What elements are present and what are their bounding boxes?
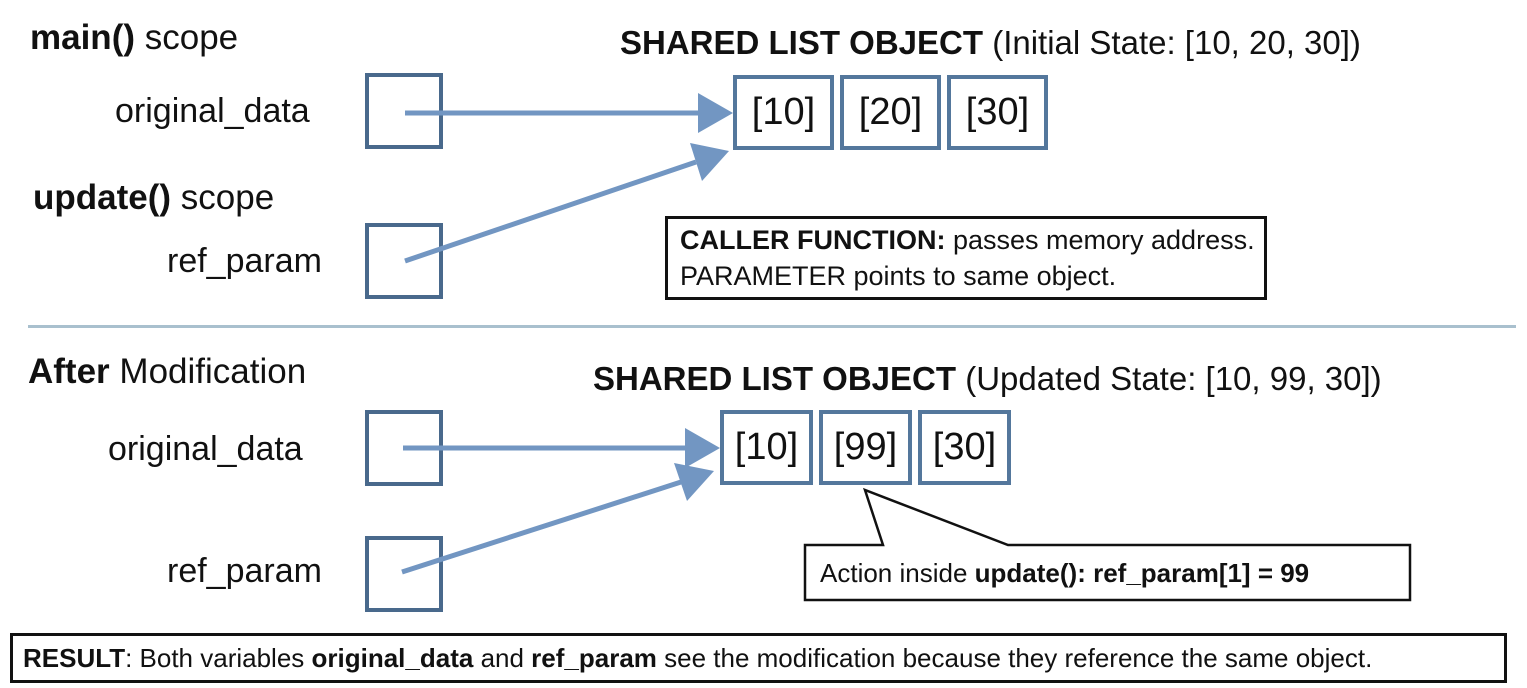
action-callout-rest: Action inside bbox=[820, 558, 975, 588]
scope-heading-main-bold: main() bbox=[30, 18, 135, 57]
shared-list-initial: [10] [20] [30] bbox=[733, 75, 1048, 150]
arrowhead-icon bbox=[674, 463, 714, 501]
scope-heading-update-rest: scope bbox=[171, 178, 275, 217]
after-modification-heading-bold: After bbox=[28, 352, 110, 391]
shared-list-title-initial-rest: (Initial State: [10, 20, 30]) bbox=[983, 24, 1361, 61]
memory-box-ref-param-bottom bbox=[365, 536, 443, 612]
variable-label-ref-param-bottom: ref_param bbox=[167, 552, 322, 590]
after-modification-heading: After Modification bbox=[28, 352, 306, 392]
after-modification-heading-rest: Modification bbox=[109, 352, 307, 391]
variable-label-ref-param-top: ref_param bbox=[167, 242, 322, 280]
caller-note-line1-bold: CALLER FUNCTION: bbox=[680, 225, 946, 255]
section-divider bbox=[28, 325, 1516, 328]
shared-list-title-initial: SHARED LIST OBJECT (Initial State: [10, … bbox=[620, 24, 1361, 62]
result-bold: RESULT bbox=[23, 643, 126, 673]
result-b1: original_data bbox=[311, 643, 474, 673]
list-cell: [30] bbox=[918, 410, 1011, 485]
scope-heading-update-bold: update() bbox=[33, 178, 172, 217]
scope-heading-main: main() scope bbox=[30, 18, 238, 58]
pointer-arrow-refparam-bottom bbox=[401, 479, 682, 575]
caller-note-box: CALLER FUNCTION: passes memory address. … bbox=[665, 216, 1267, 300]
arrowhead-icon bbox=[698, 93, 733, 133]
result-banner: RESULT: Both variables original_data and… bbox=[10, 633, 1507, 683]
shared-list-title-updated-rest: (Updated State: [10, 99, 30]) bbox=[956, 360, 1382, 397]
memory-box-ref-param-top bbox=[365, 223, 443, 299]
list-cell: [30] bbox=[947, 75, 1048, 150]
caller-note-line2: PARAMETER points to same object. bbox=[680, 261, 1117, 291]
list-cell: [99] bbox=[819, 410, 912, 485]
list-cell: [10] bbox=[720, 410, 813, 485]
result-r2: and bbox=[473, 643, 532, 673]
memory-box-original-data-bottom bbox=[365, 410, 443, 486]
result-b2: ref_param bbox=[531, 643, 657, 673]
list-cell: [20] bbox=[840, 75, 941, 150]
variable-label-original-data-top: original_data bbox=[115, 92, 310, 130]
memory-box-original-data-top bbox=[365, 73, 443, 149]
arrowhead-icon bbox=[685, 428, 720, 468]
scope-heading-update: update() scope bbox=[33, 178, 274, 218]
caller-note-line1: CALLER FUNCTION: passes memory address. bbox=[680, 222, 1255, 258]
shared-list-updated: [10] [99] [30] bbox=[720, 410, 1011, 485]
shared-list-title-initial-bold: SHARED LIST OBJECT bbox=[620, 24, 984, 61]
caller-note-line1-rest: passes memory address. bbox=[945, 225, 1255, 255]
action-callout-bold: update(): ref_param[1] = 99 bbox=[974, 558, 1310, 588]
result-r3: see the modification because they refere… bbox=[656, 643, 1373, 673]
pointer-arrow-refparam-top bbox=[404, 159, 697, 264]
scope-heading-main-rest: scope bbox=[135, 18, 239, 57]
list-cell: [10] bbox=[733, 75, 834, 150]
action-callout-text: Action inside update(): ref_param[1] = 9… bbox=[820, 551, 1309, 595]
shared-list-title-updated-bold: SHARED LIST OBJECT bbox=[593, 360, 957, 397]
variable-label-original-data-bottom: original_data bbox=[108, 430, 303, 468]
arrowhead-icon bbox=[690, 143, 729, 181]
result-r1: : Both variables bbox=[125, 643, 312, 673]
shared-list-title-updated: SHARED LIST OBJECT (Updated State: [10, … bbox=[593, 360, 1382, 398]
